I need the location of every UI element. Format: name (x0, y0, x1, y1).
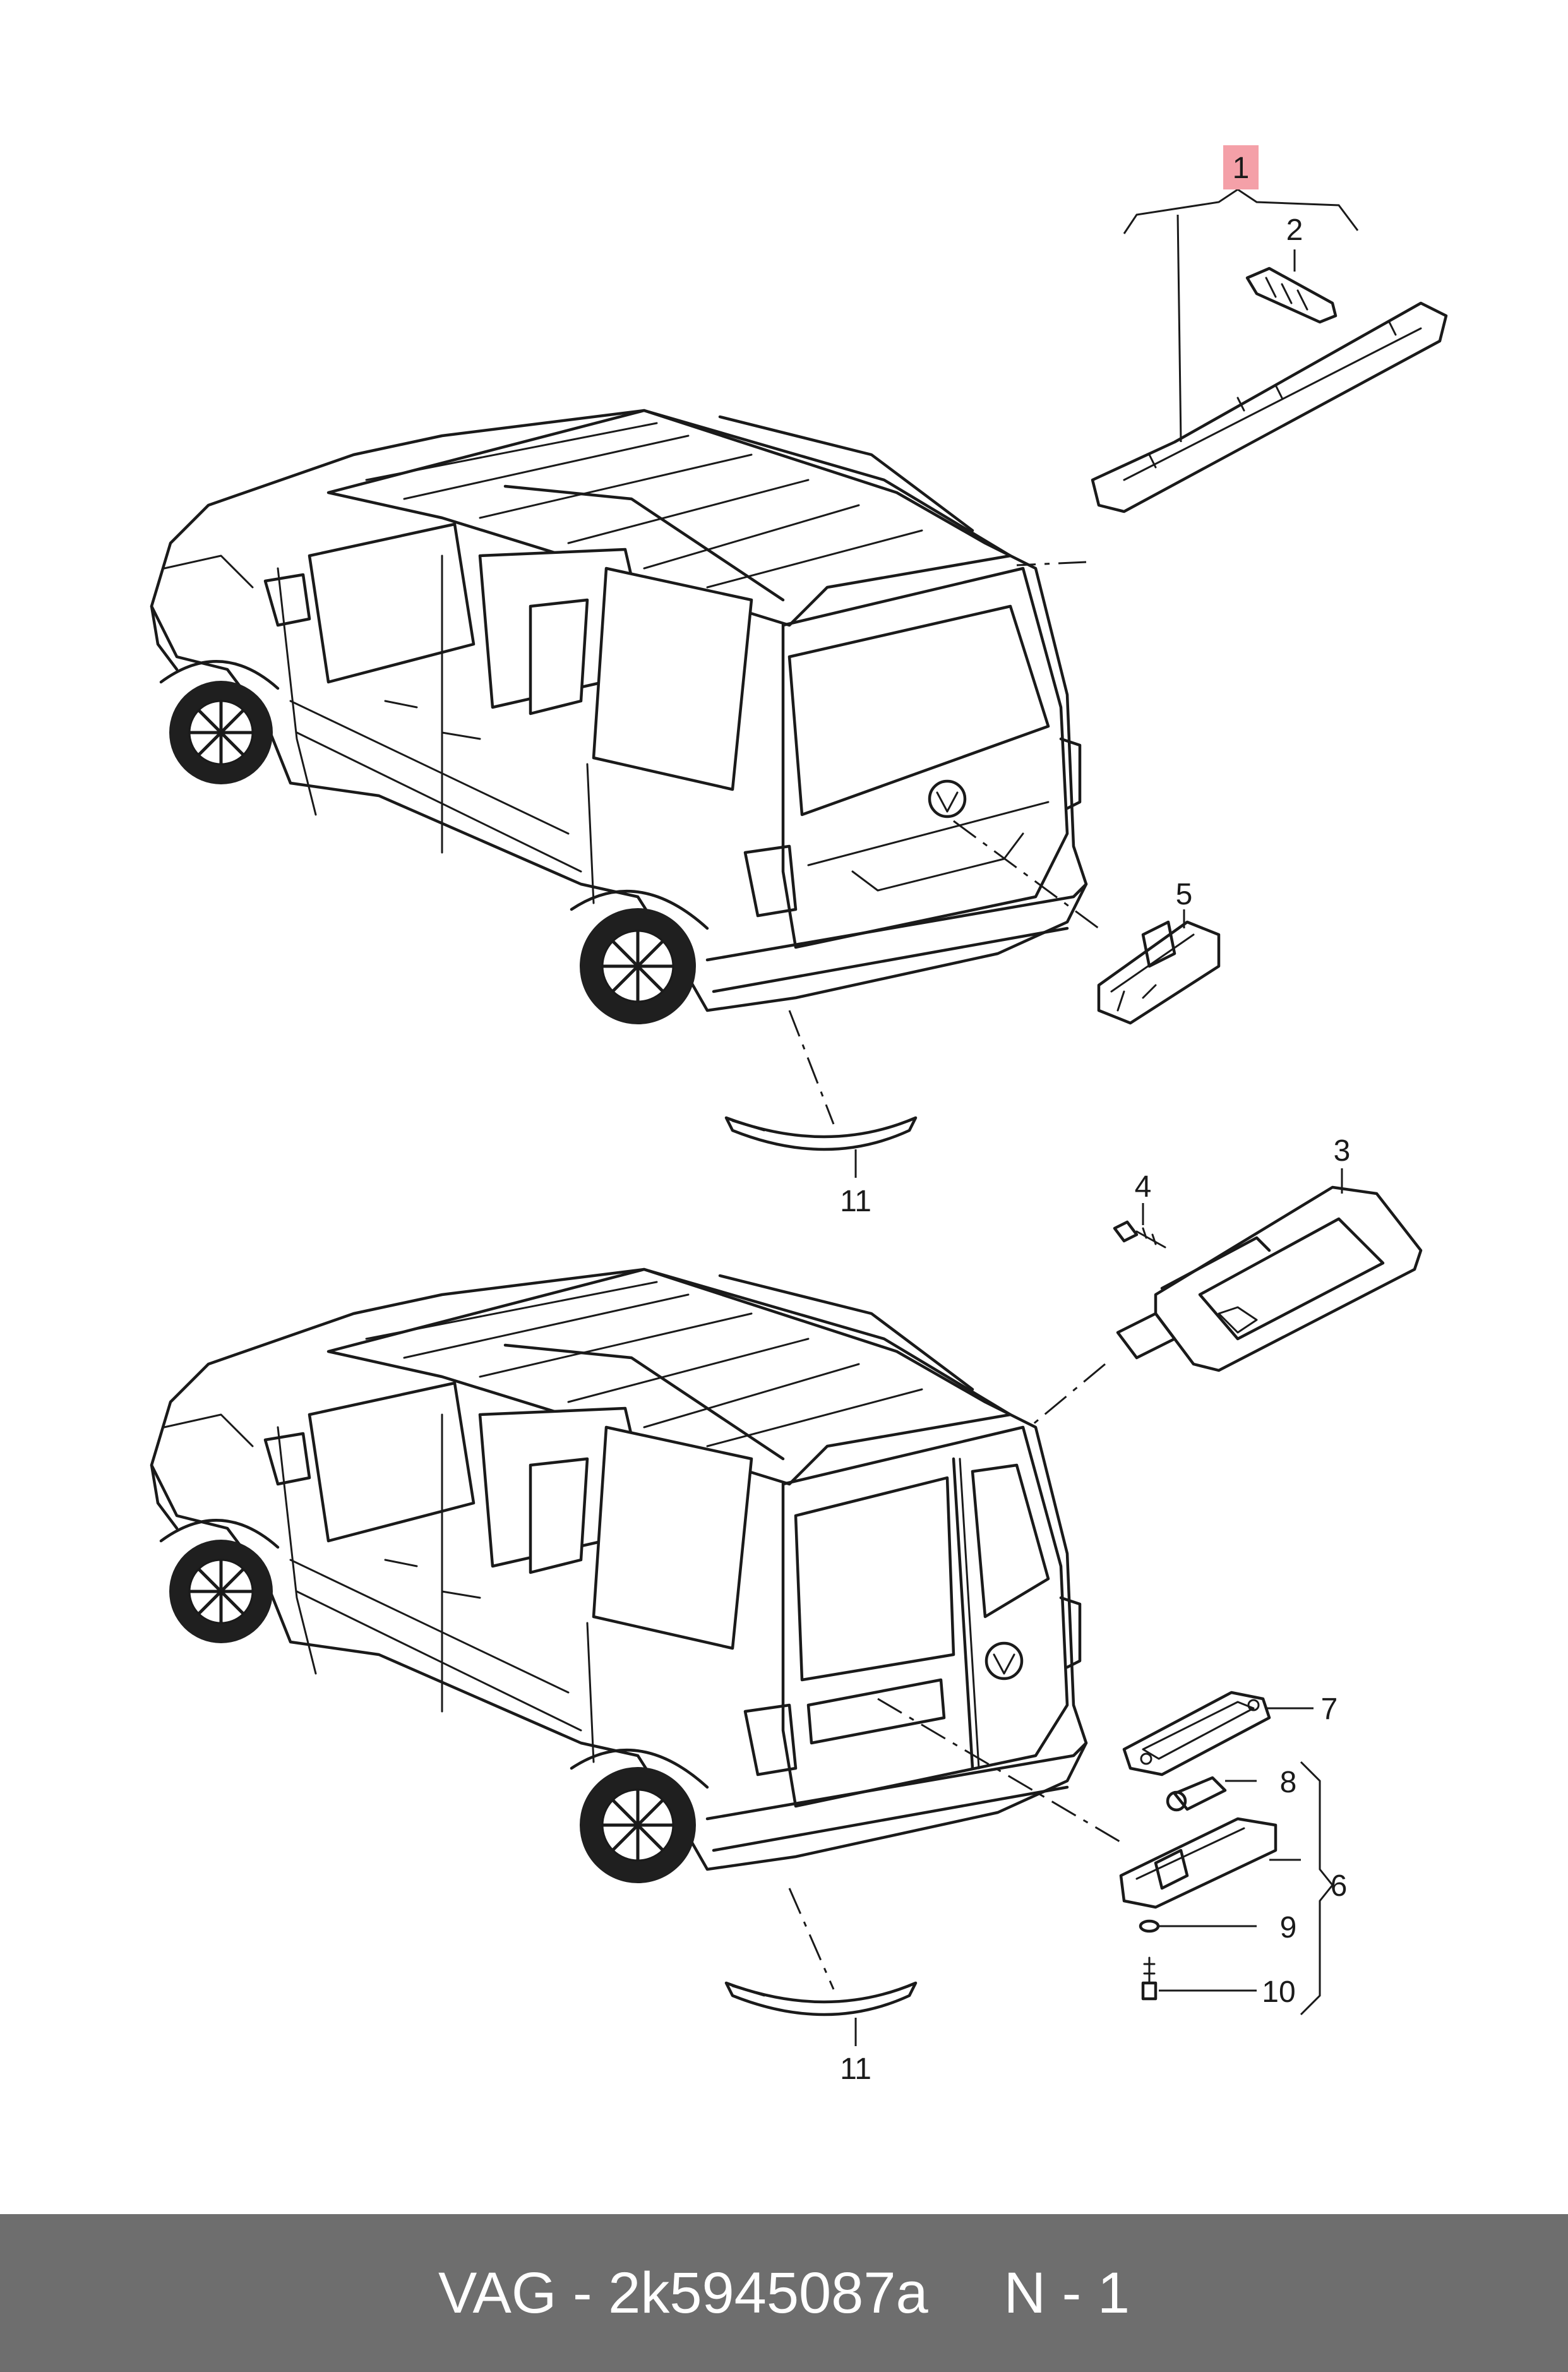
callout-6-bracket (1300, 1761, 1334, 2016)
washer-part-9 (1139, 1919, 1160, 1933)
callout-1[interactable]: 1 (1233, 152, 1250, 185)
leader-lamp-3 (1029, 1363, 1106, 1429)
callout-11-top[interactable]: 11 (840, 1185, 871, 1218)
screw-part-4 (1113, 1220, 1166, 1249)
footer-part-number: VAG - 2k5945087a (438, 2260, 928, 2325)
van-tailgate-illustration (150, 409, 1088, 1024)
callout-10[interactable]: 10 (1262, 1975, 1295, 2009)
trim-strip-bottom (724, 1981, 918, 2016)
callout-2[interactable]: 2 (1286, 213, 1303, 247)
callout-5[interactable]: 5 (1176, 878, 1193, 911)
connector-part-2 (1245, 267, 1338, 324)
callout-3[interactable]: 3 (1334, 1134, 1351, 1168)
van-twin-door-illustration (150, 1267, 1088, 1883)
plate-light-part-5 (1097, 920, 1221, 1025)
footer-bar: VAG - 2k5945087a N - 1 (0, 2214, 1568, 2372)
third-brake-light-strip (1091, 301, 1448, 513)
callout-11-bottom[interactable]: 11 (840, 2052, 871, 2086)
trim-strip-top (724, 1116, 918, 1151)
leader-trim-top (788, 1010, 835, 1125)
callout-1-bracket (1123, 188, 1359, 234)
callout-9[interactable]: 9 (1280, 1911, 1297, 1944)
bulb-part-8 (1166, 1776, 1227, 1812)
callout-7[interactable]: 7 (1321, 1692, 1338, 1726)
gasket-part-7 (1122, 1691, 1271, 1776)
footer-page-number: N - 1 (1003, 2260, 1130, 2325)
leader-plate-light-bottom (877, 1698, 1125, 1845)
callout-8[interactable]: 8 (1280, 1766, 1297, 1799)
callout-6[interactable]: 6 (1331, 1869, 1348, 1903)
leader-rail-to-van (1016, 561, 1087, 566)
parts-diagram: 1 2 3 4 5 6 7 8 9 10 11 11 (150, 145, 1448, 2086)
callout-4[interactable]: 4 (1135, 1170, 1152, 1204)
leader-plate-light (953, 820, 1099, 930)
callout-1-stem (1176, 214, 1182, 443)
screw-part-10 (1141, 1956, 1158, 2001)
plate-light-part-6 (1119, 1817, 1278, 1909)
leader-trim-bottom (788, 1888, 835, 1990)
callout-1-highlight (1223, 145, 1259, 189)
lamp-housing-part-3 (1116, 1185, 1423, 1372)
